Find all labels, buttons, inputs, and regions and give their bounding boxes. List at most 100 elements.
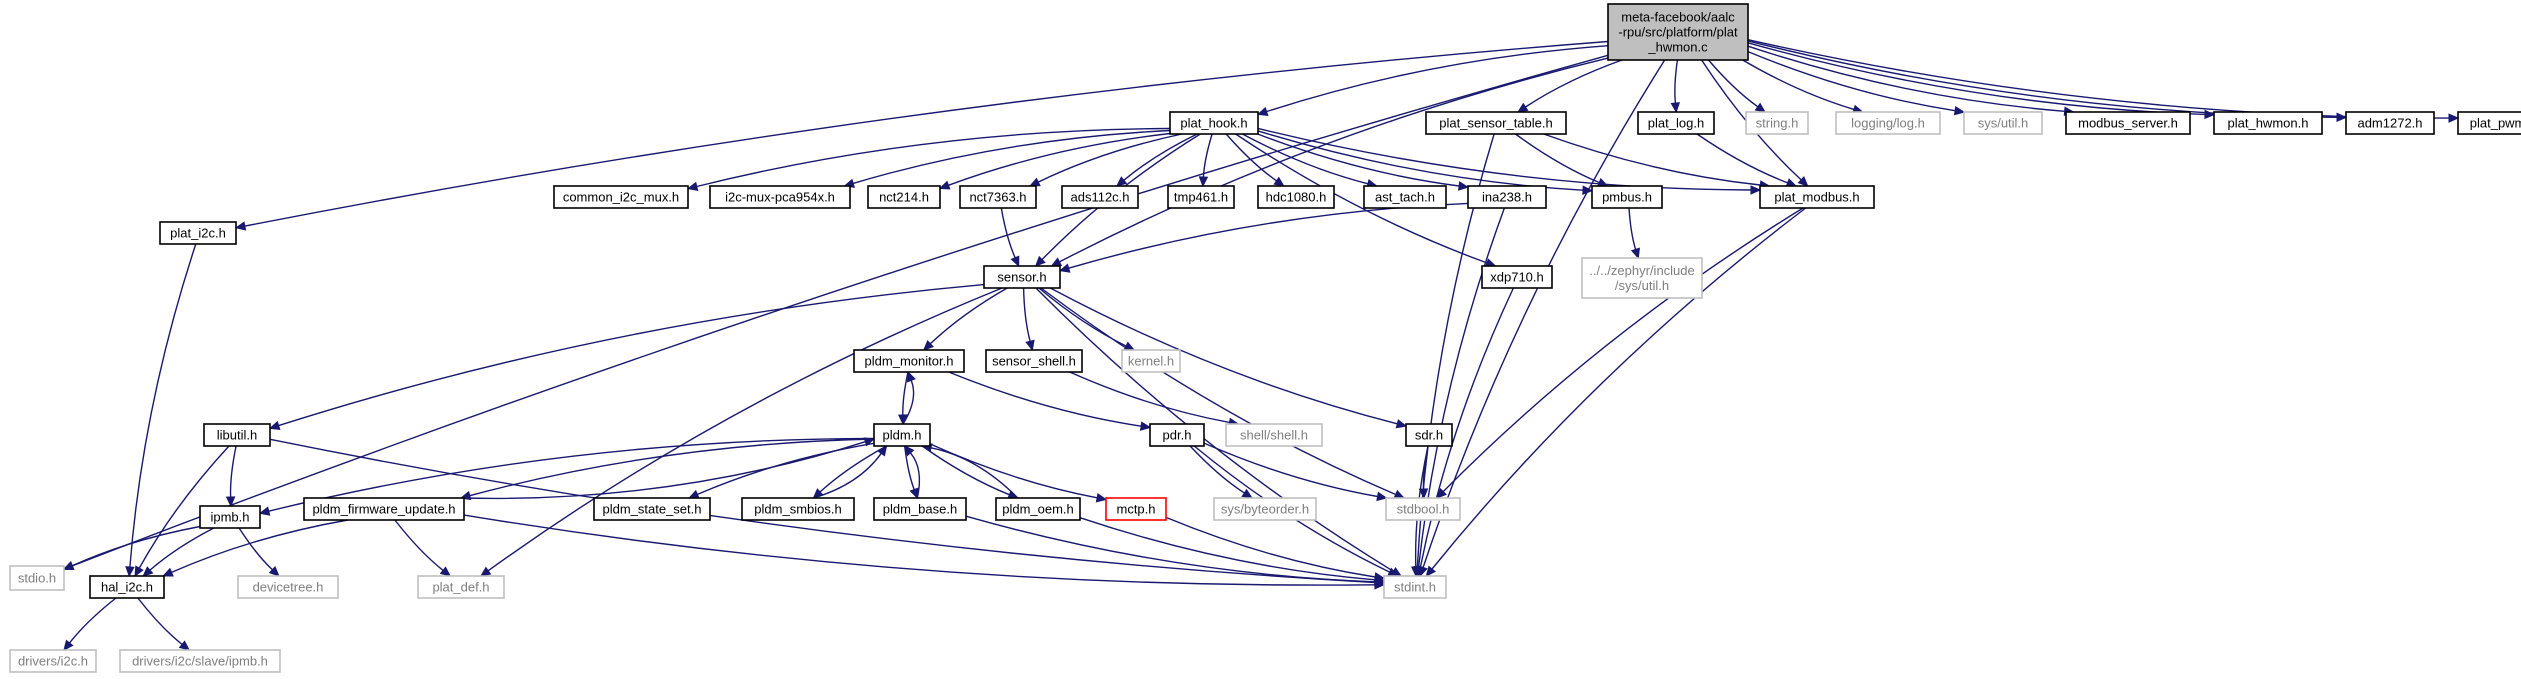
node-plat-hwmon[interactable]: plat_hwmon.h (2213, 111, 2323, 135)
node-sensor[interactable]: sensor.h (983, 265, 1061, 289)
edge-ipmb-to-hal_i2c (142, 527, 215, 577)
arrowhead (1115, 176, 1128, 187)
node-box (1607, 3, 1749, 61)
node-sys-util: sys/util.h (1963, 111, 2043, 135)
node-nct214[interactable]: nct214.h (867, 185, 941, 209)
node-hal-i2c[interactable]: hal_i2c.h (89, 575, 165, 599)
node-ina238[interactable]: ina238.h (1467, 185, 1547, 209)
node-box (1591, 185, 1663, 209)
node-hdc1080[interactable]: hdc1080.h (1257, 185, 1335, 209)
edge-ipmb-to-devicetree (238, 527, 280, 577)
node-pldm-base[interactable]: pldm_base.h (873, 497, 967, 521)
node-label: common_i2c_mux.h (563, 190, 679, 205)
node-box (9, 565, 65, 591)
node-pldm-state-set[interactable]: pldm_state_set.h (593, 497, 711, 521)
node-box (1425, 111, 1567, 135)
arrowhead (1139, 421, 1152, 431)
node-modbus-server[interactable]: modbus_server.h (2065, 111, 2191, 135)
node-box (1121, 349, 1181, 373)
node-label: pldm_state_set.h (602, 502, 701, 517)
arrowhead (62, 561, 75, 571)
arrowhead (1596, 177, 1609, 187)
node-label: i2c-mux-pca954x.h (725, 190, 835, 205)
node-label: sensor.h (997, 270, 1046, 285)
node-root[interactable]: meta-facebook/aalc-rpu/src/platform/plat… (1607, 3, 1749, 61)
node-zephyr-util: ../../zephyr/include/sys/util.h (1581, 257, 1703, 299)
node-pdr[interactable]: pdr.h (1149, 423, 1205, 447)
edge-root-to-stdio (62, 54, 1609, 571)
node-sensor-shell[interactable]: sensor_shell.h (985, 349, 1083, 373)
edge-plat_sensor_table-to-pmbus (1515, 133, 1609, 187)
node-box (9, 649, 97, 673)
node-box (959, 185, 1037, 209)
node-label: nct7363.h (969, 190, 1026, 205)
node-pldm[interactable]: pldm.h (873, 423, 931, 447)
arrowhead (1373, 572, 1386, 582)
nodes-layer: meta-facebook/aalc-rpu/src/platform/plat… (9, 3, 2521, 673)
node-box (1213, 497, 1317, 521)
edge-pldm_oem-to-pldm (920, 443, 1019, 499)
node-label: hdc1080.h (1266, 190, 1327, 205)
node-pldm-oem[interactable]: pldm_oem.h (995, 497, 1081, 521)
node-tmp461[interactable]: tmp461.h (1167, 185, 1235, 209)
node-box (1637, 111, 1715, 135)
node-label: _hwmon.c (1647, 40, 1708, 55)
node-label: ads112c.h (1070, 190, 1129, 205)
node-nct7363[interactable]: nct7363.h (959, 185, 1037, 209)
edge-pmbus-to-zephyr_util (1628, 207, 1640, 260)
node-pldm-monitor[interactable]: pldm_monitor.h (853, 349, 965, 373)
node-xdp710[interactable]: xdp710.h (1481, 265, 1553, 289)
node-common-i2c-mux[interactable]: common_i2c_mux.h (553, 185, 689, 209)
node-box (985, 349, 1083, 373)
node-plat-hook[interactable]: plat_hook.h (1169, 111, 1259, 135)
node-box (1835, 111, 1941, 135)
node-ast-tach[interactable]: ast_tach.h (1363, 185, 1447, 209)
arrowhead (1458, 181, 1470, 191)
arrowhead (234, 221, 247, 231)
node-box (303, 497, 465, 521)
edge-pldm-to-mctp (929, 443, 1108, 503)
node-label: -rpu/src/platform/plat (1618, 25, 1738, 40)
node-drivers-slave-ipmb: drivers/i2c/slave/ipmb.h (119, 649, 281, 673)
arrowhead (1376, 491, 1388, 502)
node-plat-log[interactable]: plat_log.h (1637, 111, 1715, 135)
edge-pldm-to-ipmb (258, 437, 875, 516)
edge-ipmb-to-stdio (62, 525, 201, 571)
edge-plat_modbus-to-stdint (1425, 207, 1807, 577)
node-box (1745, 111, 1809, 135)
edge-pldm_firmware_update-to-hal_i2c (162, 519, 348, 577)
node-label: ipmb.h (210, 510, 249, 525)
node-box (1167, 185, 1235, 209)
arrowhead (686, 181, 699, 192)
node-libutil[interactable]: libutil.h (203, 423, 271, 447)
node-ipmb[interactable]: ipmb.h (199, 505, 261, 529)
node-pldm-firmware-update[interactable]: pldm_firmware_update.h (303, 497, 465, 521)
node-stdio: stdio.h (9, 565, 65, 591)
arrowhead (258, 506, 271, 516)
node-plat-sensor-table[interactable]: plat_sensor_table.h (1425, 111, 1567, 135)
node-box (1581, 257, 1703, 299)
arrowhead (909, 487, 919, 500)
node-sdr[interactable]: sdr.h (1405, 423, 1453, 447)
node-plat-pwm[interactable]: plat_pwm.h (2457, 111, 2521, 135)
node-i2c-mux[interactable]: i2c-mux-pca954x.h (709, 185, 851, 209)
node-label: drivers/i2c.h (18, 654, 88, 669)
node-mctp[interactable]: mctp.h (1105, 497, 1167, 521)
node-plat-modbus[interactable]: plat_modbus.h (1759, 185, 1875, 209)
arrowhead (1436, 487, 1448, 499)
node-pmbus[interactable]: pmbus.h (1591, 185, 1663, 209)
node-plat-i2c[interactable]: plat_i2c.h (159, 221, 237, 245)
node-box (159, 221, 237, 245)
node-box (203, 423, 271, 447)
node-pldm-smbios[interactable]: pldm_smbios.h (741, 497, 855, 521)
arrowhead (162, 567, 174, 577)
arrowhead (268, 565, 280, 577)
arrowhead (1425, 565, 1437, 577)
node-ads112c[interactable]: ads112c.h (1061, 185, 1139, 209)
edge-sensor-to-stdint (1035, 287, 1403, 577)
node-label: libutil.h (217, 428, 257, 443)
arrowhead (1516, 102, 1529, 113)
edge-root-to-sensor (1050, 57, 1609, 267)
node-adm1272[interactable]: adm1272.h (2345, 111, 2435, 135)
node-label: plat_def.h (432, 580, 489, 595)
